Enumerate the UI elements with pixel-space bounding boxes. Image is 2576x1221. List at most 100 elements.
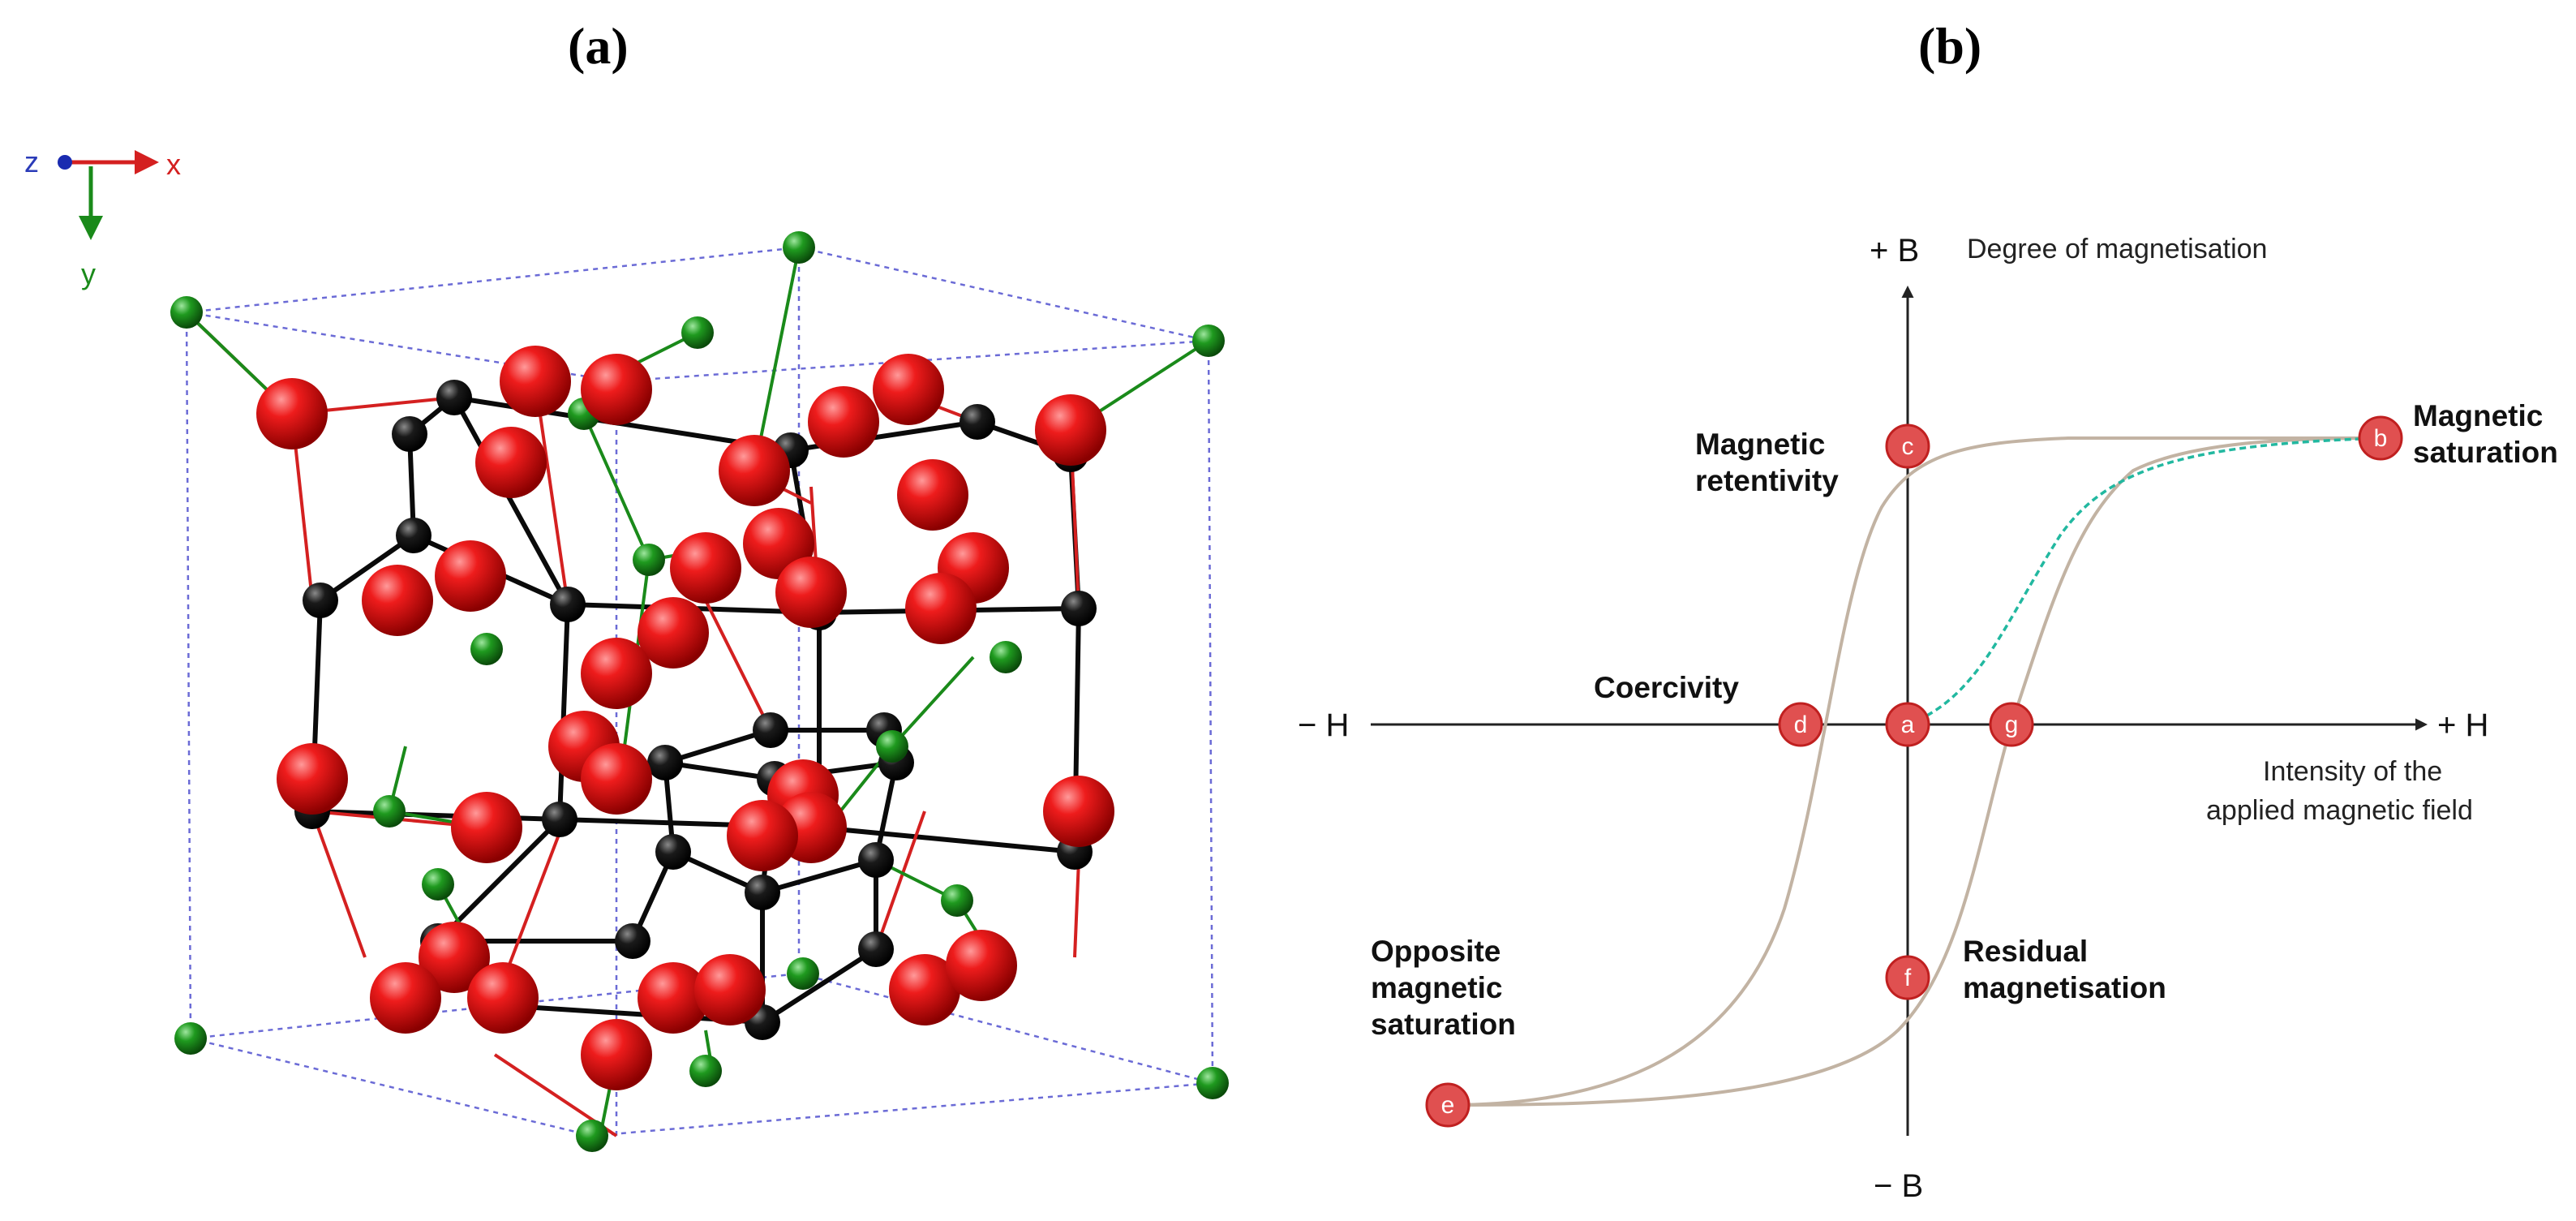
panel-label-b: (b) [1918, 17, 1982, 75]
tetra-atom-7 [373, 795, 406, 828]
metal-atom-0 [436, 380, 472, 415]
oxygen-atom-12 [775, 557, 847, 628]
opposite-saturation-label-3: saturation [1371, 1008, 1516, 1041]
oxygen-atom-23 [451, 792, 522, 863]
retentivity-label-1: Magnetic [1695, 428, 1825, 461]
oxygen-atom-7 [719, 435, 790, 506]
residual-label-1: Residual [1963, 935, 2088, 968]
metal-atom-26 [615, 923, 650, 959]
oxygen-bond-13 [501, 810, 569, 982]
cell-edge-1 [798, 246, 1209, 342]
oxygen-atom-0 [256, 378, 328, 449]
oxygen-bond-3 [534, 380, 569, 605]
axis-x-label: x [166, 148, 181, 181]
oxygen-atom-25 [1043, 776, 1114, 847]
tetra-atom-16 [576, 1120, 608, 1152]
oxygen-atom-5 [1035, 394, 1106, 466]
tetra-atom-9 [876, 730, 908, 763]
upper-branch-curve [1447, 436, 2381, 1107]
plus-b-label: + B [1870, 233, 1919, 269]
oxygen-atom-29 [638, 962, 709, 1034]
h-axis-description-1: Intensity of the [2263, 756, 2442, 787]
metal-atom-1 [392, 416, 427, 452]
oxygen-atom-30 [694, 954, 766, 1025]
oxygen-atom-4 [873, 354, 944, 425]
tetra-atom-11 [941, 884, 973, 917]
metal-bond-13 [557, 604, 570, 820]
point-b: b [2358, 415, 2403, 461]
metal-atom-3 [960, 404, 995, 440]
metal-bond-20 [664, 760, 775, 781]
oxygen-atom-20 [581, 743, 652, 815]
residual-label-2: magnetisation [1963, 971, 2166, 1004]
tetra-atom-5 [633, 544, 665, 576]
tetra-atom-3 [681, 316, 714, 349]
point-c-letter: c [1902, 433, 1914, 460]
saturation-label-2: saturation [2413, 436, 2558, 469]
point-a-letter: a [1901, 712, 1915, 738]
oxygen-atom-9 [362, 565, 433, 636]
oxygen-atom-28 [467, 962, 539, 1034]
oxygen-bond-14 [874, 810, 926, 950]
point-e: e [1425, 1082, 1470, 1128]
oxygen-atom-17 [897, 459, 968, 531]
metal-bond-34 [761, 947, 878, 1025]
oxygen-atom-15 [638, 597, 709, 669]
metal-atom-21 [858, 842, 894, 878]
tetra-atom-15 [1196, 1067, 1229, 1099]
point-f-letter: f [1904, 965, 1912, 991]
tetra-atom-14 [174, 1022, 207, 1055]
metal-atom-14 [753, 712, 788, 748]
metal-bond-22 [664, 728, 771, 765]
tetra-atom-12 [787, 957, 819, 990]
tetra-atom-2 [1192, 325, 1225, 357]
oxygen-atom-26 [419, 922, 490, 993]
metal-bond-5 [452, 396, 570, 606]
tetra-bond-4 [582, 413, 650, 561]
axis-z-label: z [24, 145, 39, 178]
b-axis-description: Degree of magnetisation [1967, 234, 2267, 264]
oxygen-bond-7 [311, 810, 367, 958]
initial-magnetisation-curve [1907, 436, 2381, 726]
oxygen-atom-1 [500, 346, 571, 417]
crystal-lattice [170, 231, 1229, 1152]
tetra-atom-0 [170, 296, 203, 329]
metal-atom-16 [647, 745, 683, 780]
coercivity-label: Coercivity [1594, 671, 1739, 704]
cell-edge-11 [798, 972, 1213, 1085]
oxygen-bond-9 [1073, 859, 1080, 958]
hysteresis-panel: + B Degree of magnetisation − B − H + H … [1298, 233, 2558, 1204]
oxygen-atom-14 [905, 573, 977, 644]
tetra-bond-10 [891, 656, 975, 748]
h-axis-description-2: applied magnetic field [2206, 795, 2473, 826]
oxygen-atom-6 [475, 427, 547, 498]
point-a: a [1885, 702, 1930, 747]
oxygen-atom-16 [581, 638, 652, 709]
cell-edge-0 [186, 246, 800, 314]
oxygen-atom-10 [670, 532, 741, 604]
panel-label-a: (a) [568, 17, 629, 75]
metal-bond-18 [818, 825, 1075, 854]
point-c: c [1885, 423, 1930, 469]
saturation-label-1: Magnetic [2413, 399, 2543, 432]
cell-edge-6 [1207, 340, 1214, 1084]
metal-atom-5 [396, 518, 431, 553]
tetra-bond-1 [753, 247, 801, 471]
oxygen-atom-3 [808, 386, 879, 458]
metal-atom-7 [550, 587, 586, 622]
minus-h-label: − H [1298, 707, 1349, 743]
metal-atom-11 [542, 802, 577, 837]
cell-edge-9 [591, 1081, 1213, 1137]
metal-atom-20 [745, 875, 780, 910]
cell-edge-8 [190, 1037, 593, 1137]
opposite-saturation-label-2: magnetic [1371, 971, 1502, 1004]
point-d: d [1778, 702, 1823, 747]
oxygen-atom-27 [370, 962, 441, 1034]
metal-atom-6 [303, 583, 338, 618]
oxygen-atom-18 [277, 743, 348, 815]
point-g: g [1989, 702, 2034, 747]
point-e-letter: e [1441, 1092, 1455, 1119]
point-d-letter: d [1794, 712, 1808, 738]
tetra-atom-13 [689, 1055, 722, 1087]
